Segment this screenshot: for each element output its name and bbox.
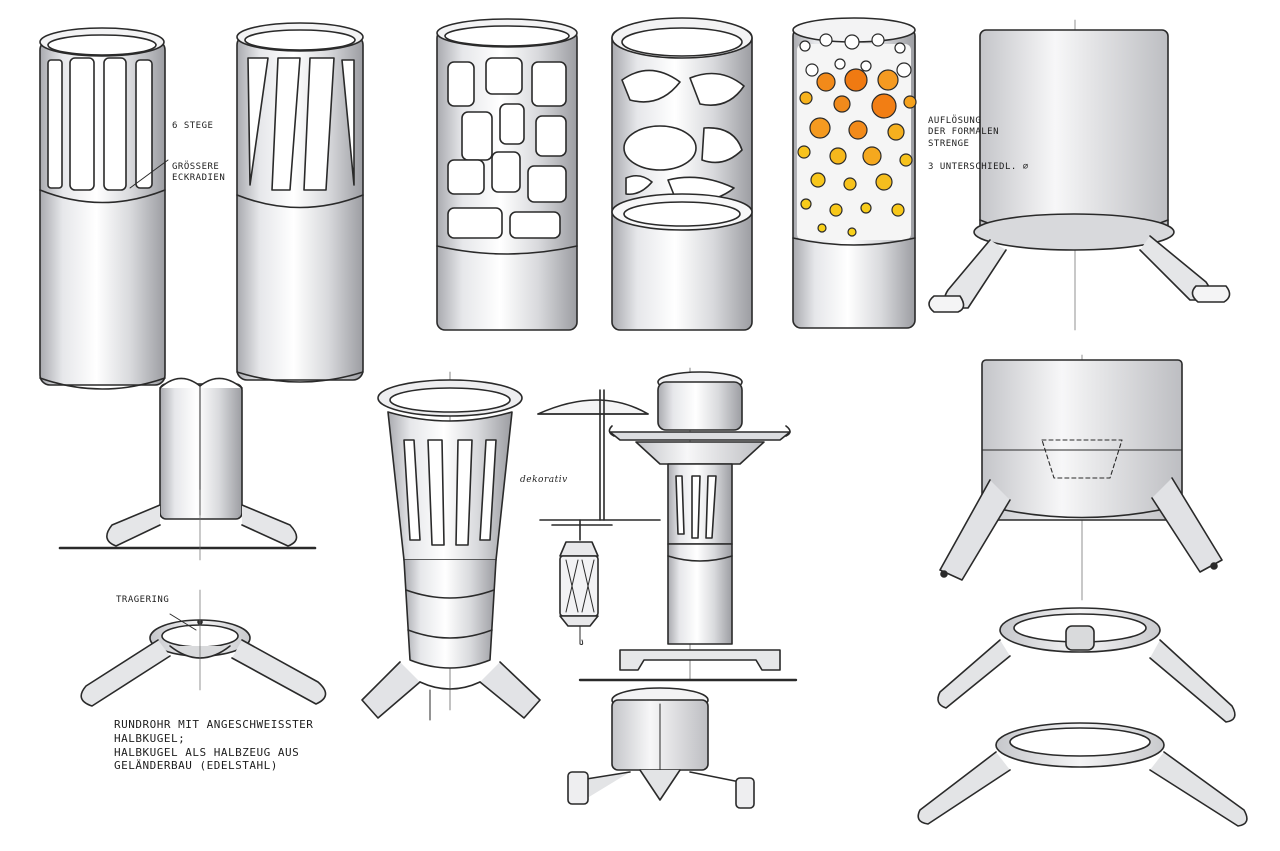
note-rundrohr-line-1: RUNDROHR MIT ANGESCHWEISSTER [114,718,314,731]
sketch-parasol-lantern [537,389,661,645]
note-durchmesser: 3 UNTERSCHIEDL. ⌀ [928,162,1029,173]
sketch-column-organic-openings [611,17,753,331]
note-eckradien-line-1: GRÖSSERE [172,162,220,172]
sketch-tube-tripod-side [58,377,317,561]
note-aufloesung-line-3: STRENGE [928,138,970,149]
note-tragering-text: TRAGERING [116,595,170,605]
note-rundrohr-line-4: GELÄNDERBAU (EDELSTAHL) [114,759,278,773]
note-durchmesser-text: 3 UNTERSCHIEDL. ⌀ [928,162,1029,172]
sketch-column-diagonal-struts [236,22,364,383]
sketch-short-cylinder-tripod [567,687,755,809]
sketch-column-grid-windows [436,18,578,331]
sketch-column-perforated-light [792,17,917,329]
note-eckradien-line-2: ECKRADIEN [172,173,226,184]
note-rundrohr-line-2: HALBKUGEL; [114,731,186,745]
leader-line-eckradien [129,159,169,189]
note-aufloesung: AUFLÖSUNG DER FORMALEN STRENGE [928,116,999,150]
note-aufloesung-line-2: DER FORMALEN [928,127,1000,138]
sketch-tragering-tripod [80,589,327,707]
sketch-torch-vase [361,371,541,721]
note-stege-text: 6 STEGE [172,121,214,131]
note-rundrohr-line-3: HALBKUGEL ALS HALBZEUG AUS [114,745,300,759]
note-aufloesung-line-1: AUFLÖSUNG [928,116,982,126]
sketch-base-splayed-legs [939,354,1223,601]
sketch-base-looped-legs [928,19,1231,331]
note-rundrohr: RUNDROHR MIT ANGESCHWEISSTER HALBKUGEL; … [114,718,313,773]
note-dekorativ: dekorativ [520,475,568,486]
leader-line-tragering [169,613,197,631]
note-stege: 6 STEGE [172,121,213,132]
note-tragering: TRAGERING [116,595,169,606]
note-eckradien: GRÖSSERE ECKRADIEN [172,162,225,185]
sketch-ring-bases [917,607,1248,827]
note-dekorativ-text: dekorativ [520,475,568,485]
sketch-bucket-column [578,367,798,682]
sketch-column-six-bars [39,27,166,390]
